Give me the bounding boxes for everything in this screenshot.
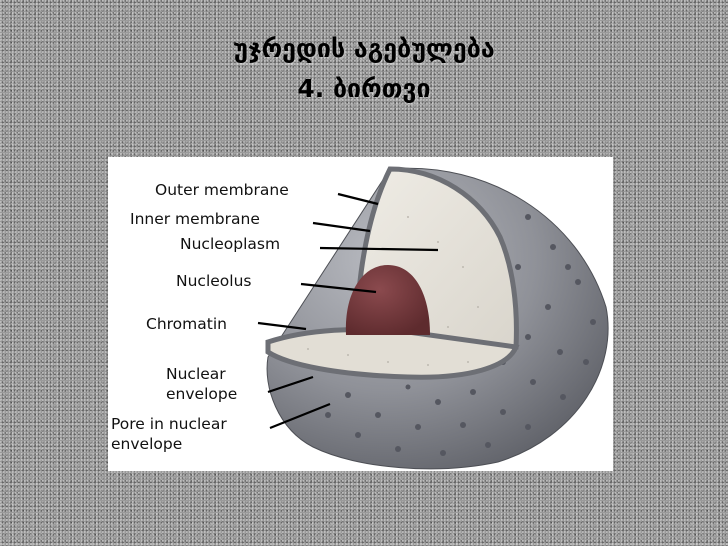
nucleolus [345, 265, 430, 335]
label-outer-membrane: Outer membrane [155, 181, 289, 199]
label-nuclear-envelope-line2: envelope [166, 385, 237, 403]
nucleus-diagram: Outer membrane Inner membrane Nucleoplas… [108, 157, 613, 471]
interior-horizontal-face [265, 326, 520, 380]
label-pointers [257, 192, 439, 430]
label-pore-line2: envelope [111, 435, 182, 453]
slide-title-line2: 4. ბირთვი [297, 74, 431, 103]
label-nuclear-envelope-line1: Nuclear [166, 365, 226, 383]
label-nucleolus: Nucleolus [176, 272, 251, 290]
chromatin-texture [307, 216, 479, 366]
label-nucleoplasm: Nucleoplasm [180, 235, 280, 253]
nucleus-illustration: Outer membrane Inner membrane Nucleoplas… [111, 166, 609, 470]
label-chromatin: Chromatin [146, 315, 227, 333]
label-pore-line1: Pore in nuclear [111, 415, 227, 433]
label-inner-membrane: Inner membrane [130, 210, 260, 228]
slide-title-line1: უჯრედის აგებულება [233, 34, 495, 63]
